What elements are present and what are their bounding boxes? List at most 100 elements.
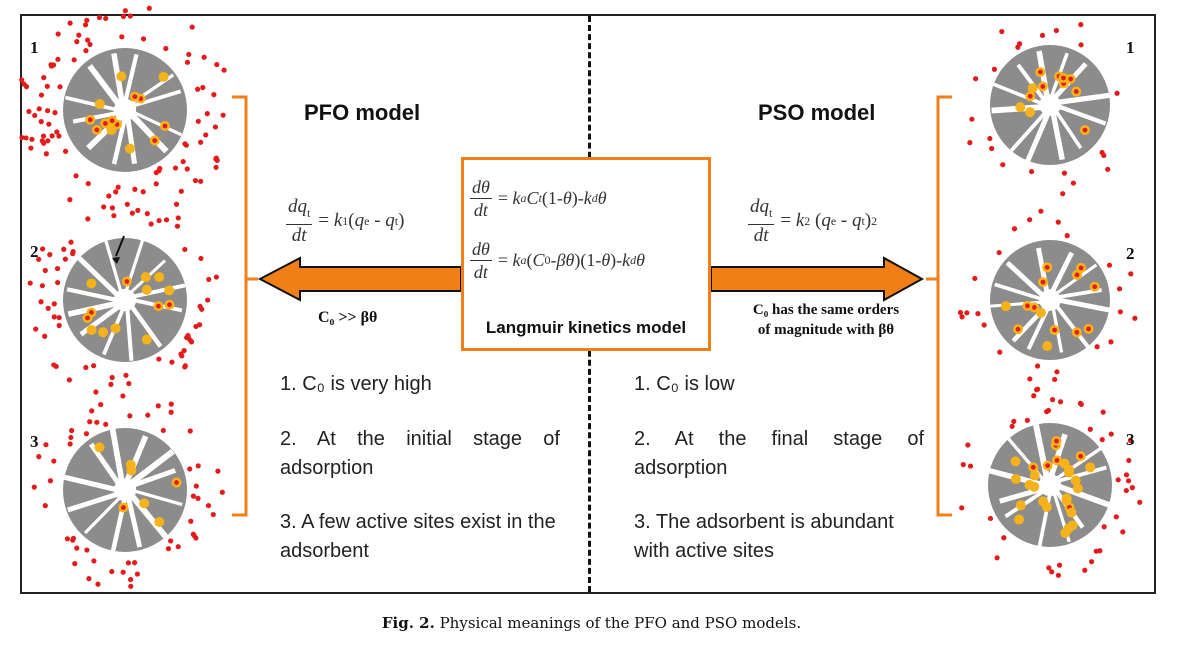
- adsorbate-dot: [38, 119, 44, 125]
- pore-channel: [1058, 297, 1112, 313]
- adsorbate-dot: [62, 256, 68, 262]
- adsorbate-dot: [106, 193, 112, 199]
- adsorbate-dot: [1127, 437, 1134, 444]
- adsorbate-dot: [1027, 217, 1033, 223]
- adsorbate-dot: [21, 81, 27, 87]
- adsorbate-dot: [190, 493, 197, 499]
- adsorbate-dot: [28, 145, 34, 151]
- adsorbate-dot: [1082, 567, 1088, 573]
- pore-channel: [83, 496, 121, 535]
- adsorbate-dot: [40, 133, 47, 139]
- adsorbate-dot: [115, 184, 121, 190]
- adsorbate-dot: [67, 197, 73, 203]
- adsorbate-dot: [69, 427, 75, 434]
- adsorbate-dot: [146, 5, 152, 11]
- adsorbate-dot: [56, 314, 62, 321]
- adsorbate-dot: [85, 37, 91, 43]
- occupied-site-dot: [85, 315, 90, 321]
- figure-caption: Fig. 2. Physical meanings of the PFO and…: [0, 614, 1183, 632]
- pore-channel: [1025, 112, 1051, 163]
- adsorbate-dot: [41, 74, 47, 81]
- adsorbate-dot: [129, 210, 135, 216]
- occupied-site-dot: [1074, 329, 1080, 335]
- adsorbate-dot: [120, 13, 127, 20]
- pso-number-1: 1: [1126, 38, 1135, 57]
- adsorbate-dot: [45, 108, 51, 114]
- adsorbate-dot: [181, 348, 187, 354]
- adsorbate-dot: [71, 57, 77, 63]
- pfo-point-3: 3. A few active sites exist in the adsor…: [280, 511, 556, 562]
- pore-channel: [133, 111, 183, 137]
- adsorbate-dot: [156, 217, 162, 224]
- adsorbate-dot: [84, 17, 90, 23]
- pore-channel: [994, 282, 1042, 301]
- occupied-site-dot: [1030, 464, 1036, 470]
- adsorbate-dot: [1106, 262, 1113, 268]
- active-site: [1010, 473, 1021, 484]
- adsorbate-dot: [124, 201, 130, 207]
- active-site: [1029, 481, 1040, 492]
- adsorbate-dot: [214, 61, 220, 68]
- adsorbate-dot: [203, 132, 209, 138]
- adsorbate-dot: [175, 215, 181, 221]
- site-pointer-head: [112, 257, 120, 264]
- adsorbate-dot: [996, 249, 1002, 256]
- adsorbate-dot: [1137, 499, 1143, 505]
- adsorbate-dot: [93, 389, 99, 395]
- adsorbate-dot: [173, 201, 180, 207]
- adsorbate-dot: [1100, 409, 1106, 415]
- adsorbate-dot: [1101, 524, 1107, 530]
- active-site: [1038, 496, 1049, 507]
- adsorbate-dot: [213, 274, 219, 280]
- adsorbate-dot: [51, 458, 57, 464]
- occupied-site-dot: [124, 279, 130, 284]
- occupied-site-dot: [1078, 453, 1084, 459]
- adsorbate-dot: [972, 275, 978, 282]
- pso-condition: C₀ has the same orders of magnitude with…: [728, 300, 924, 340]
- adsorbate-dot: [68, 434, 74, 441]
- adsorbate-dot: [197, 303, 203, 309]
- active-site: [1035, 307, 1046, 318]
- adsorbate-dot: [973, 76, 979, 82]
- active-site: [1059, 458, 1070, 469]
- pore-channel: [129, 305, 163, 348]
- adsorbate-dot: [56, 322, 62, 329]
- adsorbate-dot: [1044, 409, 1050, 415]
- adsorbate-dot: [61, 246, 67, 252]
- adsorbate-dot: [1123, 487, 1129, 494]
- active-site: [116, 71, 127, 82]
- adsorbate-dot: [1078, 401, 1084, 407]
- adsorbate-dot: [70, 251, 76, 257]
- pfo-particle-3: [31, 393, 225, 589]
- adsorbate-dot: [1078, 42, 1084, 48]
- adsorbate-dot: [111, 213, 117, 219]
- adsorbate-dot: [108, 381, 114, 387]
- adsorbate-dot: [211, 92, 217, 98]
- pore-channel: [87, 64, 121, 106]
- adsorbate-dot: [213, 155, 219, 161]
- pore-channel: [1055, 447, 1102, 480]
- active-site: [139, 498, 150, 509]
- adsorbate-dot: [219, 489, 225, 495]
- occupied-site-dot: [167, 302, 172, 308]
- pore-channel: [72, 111, 117, 124]
- adsorbate-dot: [212, 124, 219, 130]
- adsorbate-dot: [183, 142, 189, 148]
- active-site: [141, 284, 152, 295]
- adsorbate-dot: [39, 283, 46, 289]
- pso-point-2: 2. At the final stage of adsorption: [634, 428, 924, 479]
- adsorbate-dot: [959, 505, 965, 511]
- occupied-site-dot: [1044, 265, 1050, 270]
- adsorbate-dot: [145, 412, 151, 418]
- adsorbate-dot: [57, 84, 63, 90]
- adsorbate-dot: [83, 48, 89, 54]
- adsorbate-dot: [103, 421, 109, 427]
- occupied-site-dot: [1040, 279, 1046, 285]
- adsorbate-dot: [1115, 477, 1121, 483]
- occupied-site-dot: [132, 94, 138, 100]
- adsorbate-dot: [32, 112, 38, 119]
- occupied-site-dot: [174, 480, 179, 485]
- adsorbate-dot: [134, 571, 141, 577]
- occupied-site-dot: [120, 505, 126, 510]
- adsorbate-dot: [175, 544, 181, 550]
